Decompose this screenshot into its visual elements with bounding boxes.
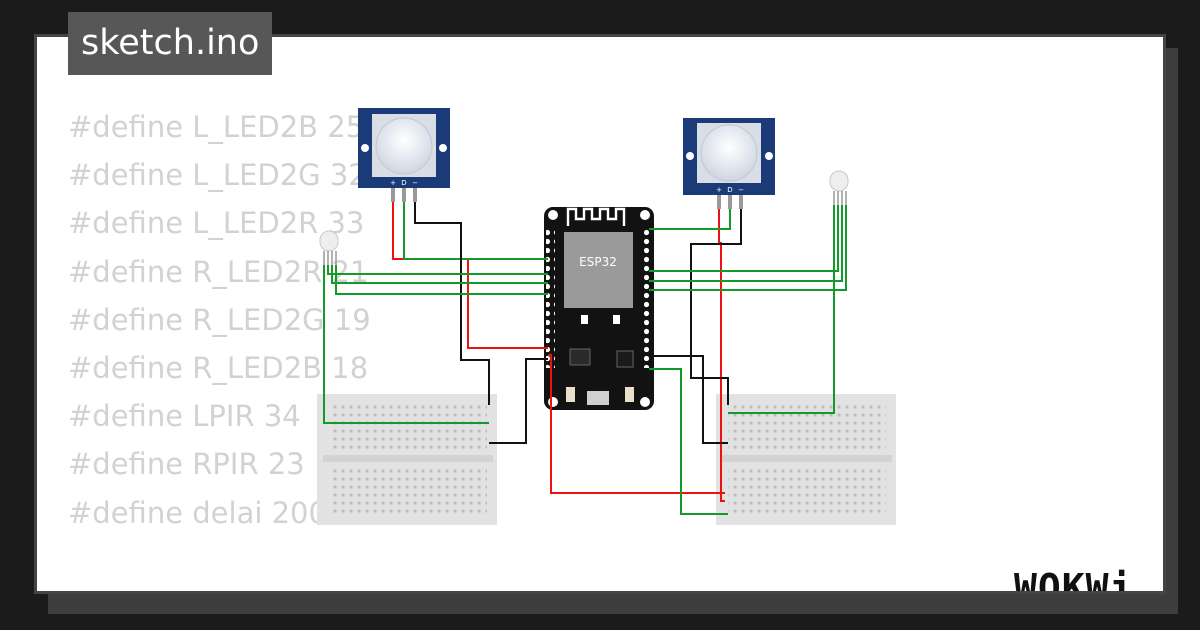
code-line: #define RPIR 23 xyxy=(68,447,305,482)
code-line: #define L_LED2R 33 xyxy=(68,206,365,241)
circuit-diagram: ESP32 + D − xyxy=(317,108,896,525)
esp32-board[interactable]: ESP32 xyxy=(544,207,654,410)
wire-green[interactable] xyxy=(403,202,548,260)
wire-black[interactable] xyxy=(489,358,548,444)
pir-sensor-left[interactable]: + D − xyxy=(358,108,450,202)
rgb-led-right[interactable] xyxy=(829,170,849,205)
wokwi-logo: WOKWi xyxy=(1014,566,1134,594)
wire-green[interactable] xyxy=(331,265,548,284)
svg-text:−: − xyxy=(738,186,744,194)
wire-green[interactable] xyxy=(728,205,835,414)
wire-green[interactable] xyxy=(649,205,843,282)
wire-black[interactable] xyxy=(690,209,742,405)
wire-red[interactable] xyxy=(548,354,725,494)
svg-text:+: + xyxy=(390,179,396,187)
svg-text:−: − xyxy=(412,179,418,187)
code-line: #define LPIR 34 xyxy=(68,399,301,434)
wire-black[interactable] xyxy=(649,355,728,444)
svg-text:D: D xyxy=(727,186,732,194)
wire-green[interactable] xyxy=(649,205,839,272)
code-line: #define R_LED2B 18 xyxy=(68,350,369,385)
wires xyxy=(323,202,847,515)
file-title: sketch.ino xyxy=(68,12,273,75)
breadboard-right xyxy=(716,394,896,525)
wire-green[interactable] xyxy=(323,265,489,424)
pir-sensor-right[interactable]: + D − xyxy=(683,118,775,209)
code-line: #define L_LED2G 32 xyxy=(68,158,367,193)
wire-green[interactable] xyxy=(649,205,847,291)
svg-text:+: + xyxy=(716,186,722,194)
wire-black[interactable] xyxy=(414,202,490,405)
esp32-label: ESP32 xyxy=(579,255,617,269)
svg-text:D: D xyxy=(401,179,406,187)
wire-green[interactable] xyxy=(649,209,731,230)
code-line: #define R_LED2G 19 xyxy=(68,302,371,337)
breadboard-left xyxy=(317,394,497,525)
rgb-led-left[interactable] xyxy=(319,230,339,265)
diagram-canvas: #define L_LED2B 25#define L_LED2G 32#def… xyxy=(34,34,1166,594)
wire-green[interactable] xyxy=(335,265,548,295)
wire-green[interactable] xyxy=(327,265,548,275)
wire-green[interactable] xyxy=(649,368,728,515)
